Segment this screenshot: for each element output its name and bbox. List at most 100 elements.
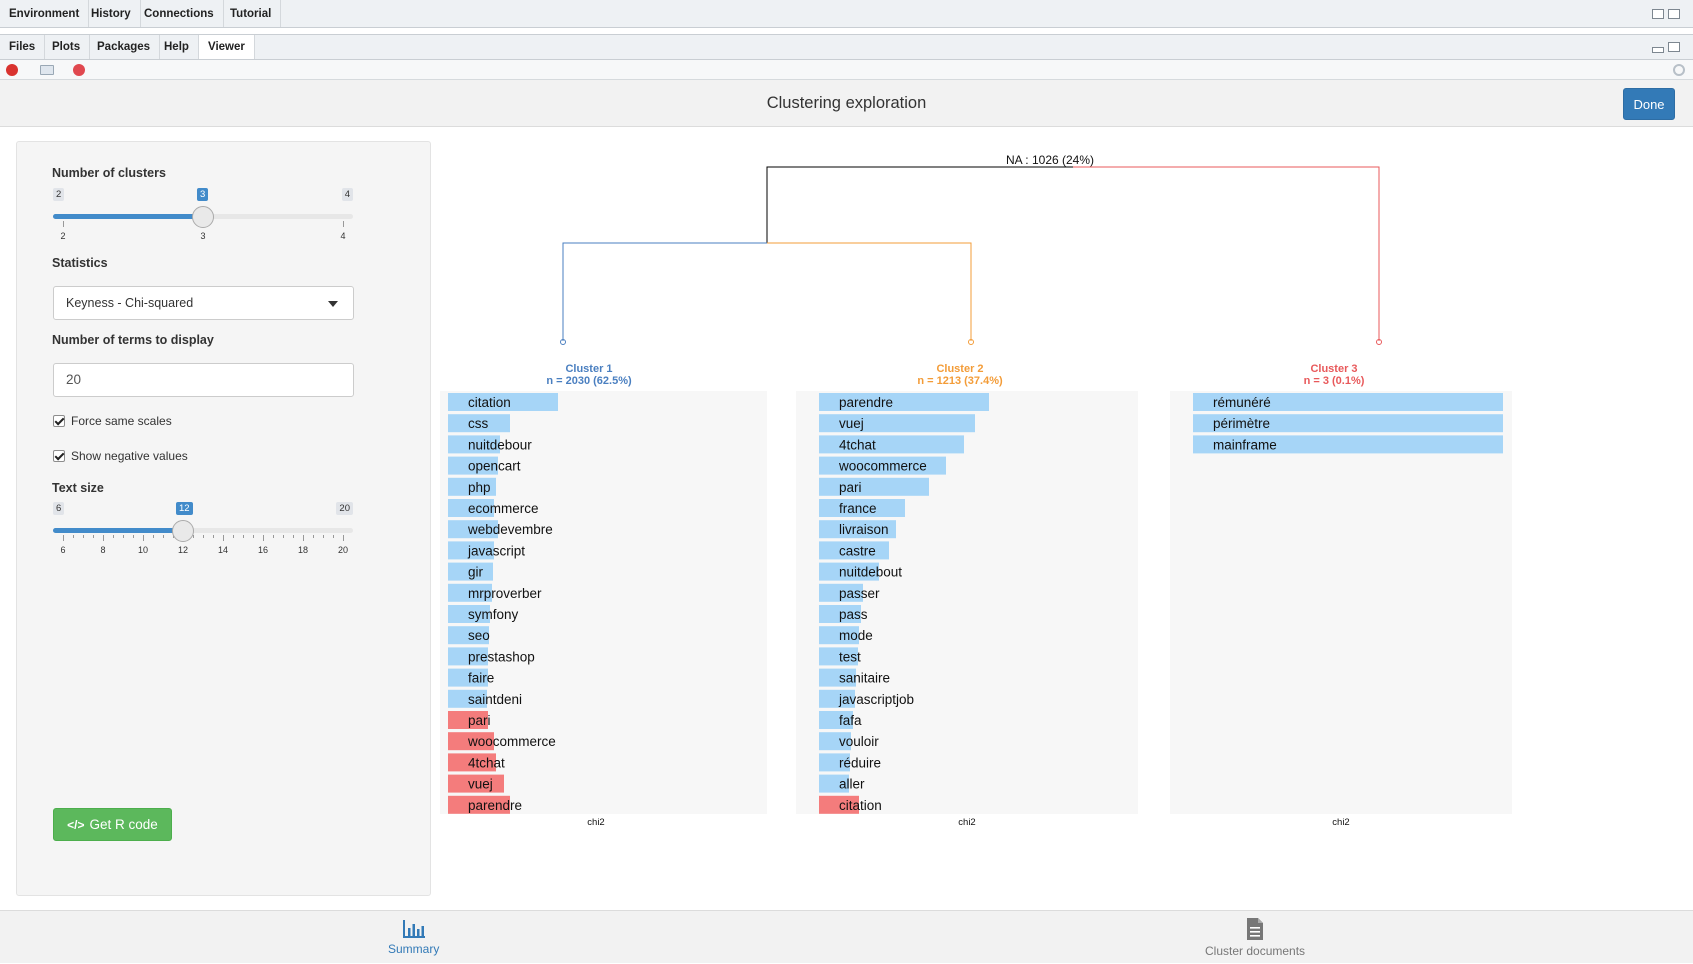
clusters-slider[interactable]: 2 4 3 2 3 4 <box>53 188 353 248</box>
chart-bar <box>819 605 861 623</box>
bar-term-label: opencart <box>468 459 521 474</box>
x-axis-label: chi2 <box>587 817 604 828</box>
document-icon <box>1247 918 1264 940</box>
dendrogram-leaf <box>968 339 974 345</box>
dendrogram-branch <box>562 242 767 341</box>
slider-tick-label: 18 <box>297 545 309 555</box>
show-negative-checkbox[interactable]: Show negative values <box>53 449 188 463</box>
tab-plots[interactable]: Plots <box>43 35 91 59</box>
chart-bar <box>448 456 498 475</box>
textsize-min-badge: 6 <box>53 502 65 515</box>
tab-history[interactable]: History <box>82 0 141 27</box>
maximize-viewer-icon[interactable] <box>1668 42 1680 52</box>
chart-bar <box>448 562 493 581</box>
tab-viewer[interactable]: Viewer <box>199 35 255 59</box>
chart-bar <box>819 774 849 793</box>
done-button[interactable]: Done <box>1623 88 1675 120</box>
bar-term-label: ecommerce <box>468 501 539 516</box>
bar-term-label: réduire <box>839 755 881 770</box>
show-in-window-icon[interactable] <box>40 65 54 75</box>
force-same-scales-label: Force same scales <box>71 414 172 428</box>
dendrogram-branch <box>1073 166 1380 341</box>
checkbox-checked-icon[interactable] <box>53 450 65 462</box>
chevron-down-icon <box>328 301 338 307</box>
tab-packages[interactable]: Packages <box>88 35 161 59</box>
slider-tick <box>123 535 124 538</box>
bar-term-label: parendre <box>839 395 893 410</box>
chart-bar <box>819 583 863 602</box>
textsize-track[interactable] <box>53 528 353 533</box>
clusters-max-badge: 4 <box>341 188 353 201</box>
chart-bar <box>819 711 853 729</box>
viewer-tabbar: Files Plots Packages Help Viewer <box>0 34 1693 60</box>
checkbox-checked-icon[interactable] <box>53 415 65 427</box>
bar-term-label: vuej <box>839 416 864 431</box>
chart-bar <box>819 732 851 751</box>
statistics-select[interactable]: Keyness - Chi-squared <box>53 286 354 320</box>
bar-term-label: php <box>468 480 491 495</box>
slider-tick <box>243 535 244 538</box>
cluster-title: Cluster 3 <box>1310 363 1357 375</box>
get-r-code-button[interactable]: </> Get R code <box>53 808 172 841</box>
clusters-handle[interactable] <box>192 206 214 228</box>
bar-term-label: périmètre <box>1213 416 1270 431</box>
slider-tick <box>163 535 164 538</box>
slider-tick-label: 20 <box>337 545 349 555</box>
get-r-code-label: Get R code <box>89 817 158 832</box>
clear-viewer-icon[interactable] <box>6 64 18 76</box>
bar-term-label: 4tchat <box>468 755 505 770</box>
chart-bar <box>819 499 905 517</box>
minimize-pane-icon[interactable] <box>1652 9 1664 19</box>
tab-cluster-documents[interactable]: Cluster documents <box>1205 911 1305 964</box>
chart-bar <box>448 520 498 539</box>
tab-environment[interactable]: Environment <box>0 0 90 27</box>
bar-term-label: saintdeni <box>468 692 522 707</box>
cluster-title: Cluster 1 <box>565 363 612 375</box>
cluster-plot: NA : 1026 (24%) Cluster 1n = 2030 (62.5%… <box>440 153 1512 828</box>
bar-term-label: passer <box>839 586 880 601</box>
bar-term-label: javascriptjob <box>838 692 914 707</box>
textsize-slider[interactable]: 6 20 12 6 8 10 12 14 16 18 20 <box>53 502 353 562</box>
workspace-tabbar: Environment History Connections Tutorial <box>0 0 1693 28</box>
textsize-handle[interactable] <box>172 520 194 542</box>
slider-tick <box>193 535 194 538</box>
slider-tick <box>113 535 114 538</box>
tab-tutorial[interactable]: Tutorial <box>221 0 282 27</box>
chart-bar <box>819 435 964 454</box>
bar-term-label: mainframe <box>1213 437 1277 452</box>
slider-tick <box>223 535 224 541</box>
bar-term-label: prestashop <box>468 649 535 664</box>
bar-term-label: livraison <box>839 522 889 537</box>
tab-connections[interactable]: Connections <box>135 0 224 27</box>
tab-help[interactable]: Help <box>155 35 199 59</box>
bar-term-label: seo <box>468 628 490 643</box>
maximize-pane-icon[interactable] <box>1668 9 1680 19</box>
chart-bar <box>819 753 850 772</box>
cluster-panel-background <box>1170 391 1512 814</box>
stop-icon[interactable] <box>73 64 85 76</box>
slider-tick <box>233 535 234 538</box>
chart-bar <box>819 668 856 687</box>
dendrogram-leaf <box>560 339 566 345</box>
slider-tick <box>83 535 84 538</box>
chart-bar <box>448 477 496 496</box>
terms-input[interactable]: 20 <box>53 363 354 397</box>
minimize-viewer-icon[interactable] <box>1652 47 1664 53</box>
slider-tick <box>263 535 264 541</box>
bar-term-label: parendre <box>468 798 522 813</box>
chart-bar <box>819 626 859 645</box>
cluster-panels: Cluster 1n = 2030 (62.5%)citationcssnuit… <box>440 363 1512 828</box>
controls-sidebar: Number of clusters 2 4 3 2 3 4 Statistic… <box>16 141 431 896</box>
dendrogram-root-label: NA : 1026 (24%) <box>1006 153 1094 167</box>
slider-tick <box>133 535 134 538</box>
tab-files[interactable]: Files <box>0 35 46 59</box>
slider-tick-label: 3 <box>200 231 206 241</box>
tab-summary[interactable]: Summary <box>388 911 439 964</box>
chart-bar <box>448 668 488 687</box>
bar-term-label: france <box>839 501 877 516</box>
clusters-value-badge: 3 <box>197 188 209 201</box>
force-same-scales-checkbox[interactable]: Force same scales <box>53 414 172 428</box>
refresh-icon[interactable] <box>1673 64 1685 76</box>
textsize-bar <box>53 528 183 533</box>
bar-term-label: pari <box>468 713 491 728</box>
